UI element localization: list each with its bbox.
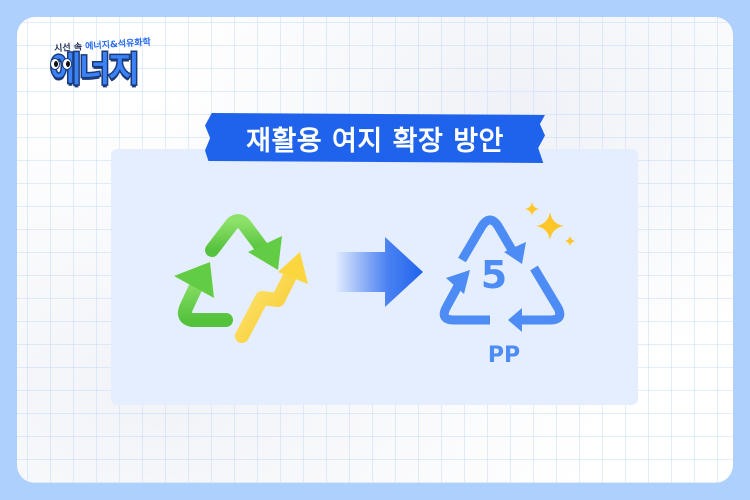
logo-eyes-icon — [50, 58, 72, 70]
recycle-code-icon — [439, 202, 575, 332]
recycle-growth-icon — [174, 214, 308, 343]
arrow-right-icon — [335, 237, 423, 307]
sparkles-icon — [525, 202, 575, 246]
page-title: 재활용 여지 확장 방안 — [246, 125, 504, 157]
recycle-code-label: PP — [487, 343, 521, 368]
title-banner: 재활용 여지 확장 방안 — [205, 113, 545, 163]
logo: 시선 속 에너지&석유화학 에너지 — [42, 36, 172, 96]
logo-title: 에너지 — [49, 49, 142, 92]
recycle-code-number: 5 — [480, 253, 508, 297]
